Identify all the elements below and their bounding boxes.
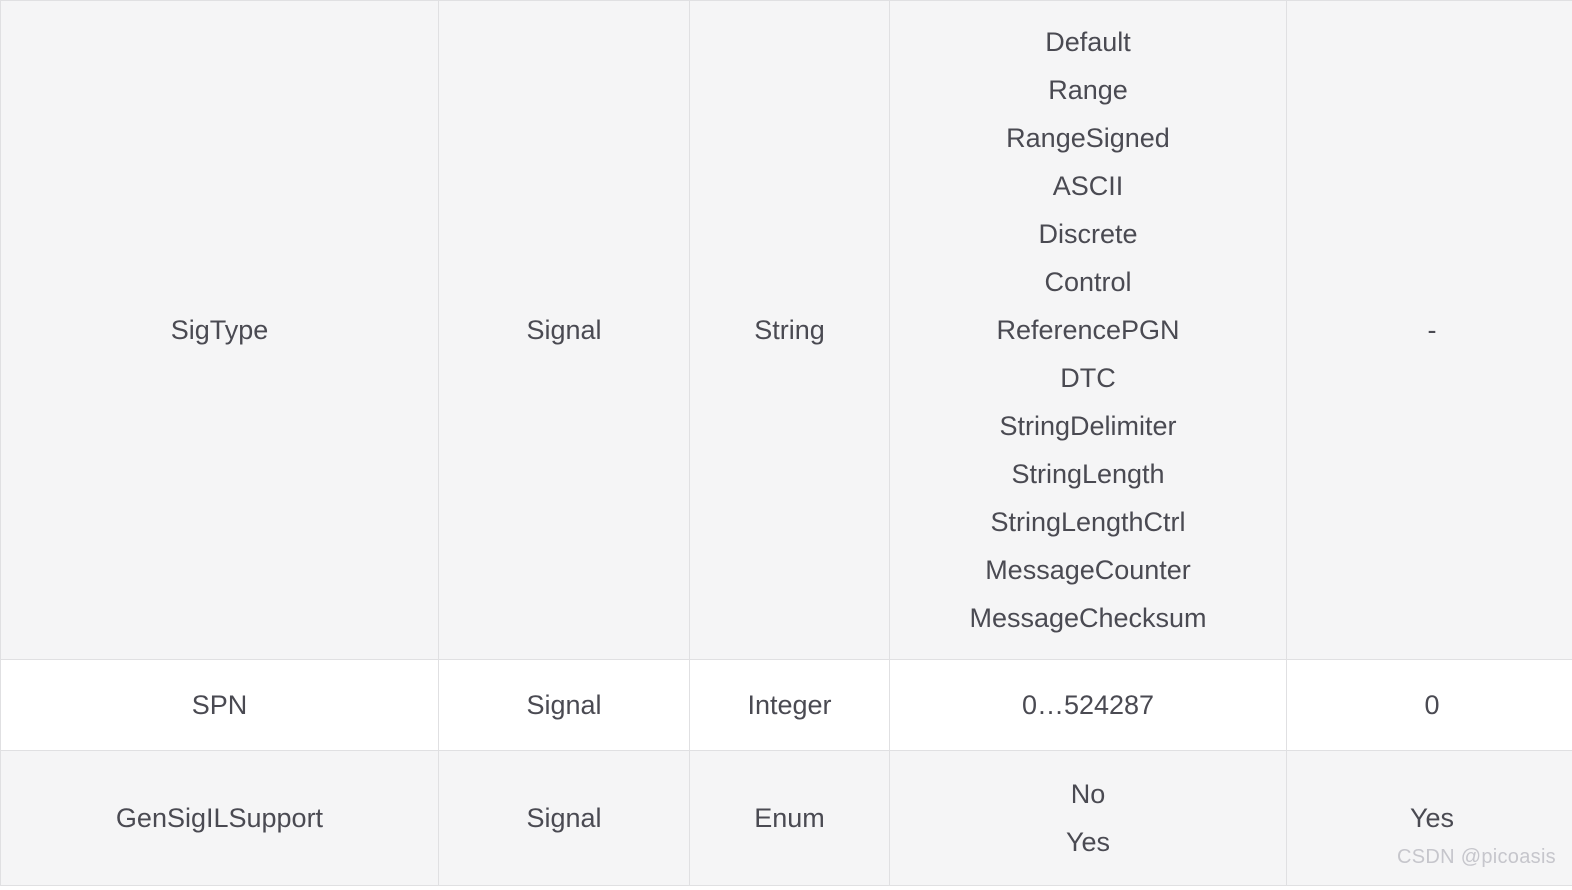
cell-attribute-name: SigType	[0, 0, 439, 660]
enum-item: Discrete	[1038, 219, 1138, 249]
enum-item: Yes	[1065, 827, 1111, 857]
cell-object-type: Signal	[438, 750, 690, 886]
table-row: SigType Signal String Default Range Rang…	[0, 0, 1572, 660]
enum-item: StringDelimiter	[999, 411, 1177, 441]
cell-default-value: Yes	[1286, 750, 1572, 886]
enum-item: ASCII	[1052, 171, 1124, 201]
enum-item: ReferencePGN	[996, 315, 1180, 345]
cell-default-value: 0	[1286, 659, 1572, 751]
cell-value-type: String	[689, 0, 890, 660]
enum-item: Range	[1048, 75, 1128, 105]
enum-item: 0…524287	[1021, 690, 1155, 720]
enum-value-list: Default Range RangeSigned ASCII Discrete…	[891, 18, 1286, 642]
cell-value-type: Integer	[689, 659, 890, 751]
cell-attribute-name: GenSigILSupport	[0, 750, 439, 886]
enum-item: Control	[1044, 267, 1132, 297]
enum-item: Default	[1045, 27, 1131, 57]
cell-allowed-values: No Yes	[889, 750, 1287, 886]
enum-item: RangeSigned	[1006, 123, 1170, 153]
cell-object-type: Signal	[438, 659, 690, 751]
enum-item: No	[1070, 779, 1106, 809]
cell-default-value: -	[1286, 0, 1572, 660]
cell-attribute-name: SPN	[0, 659, 439, 751]
enum-item: StringLengthCtrl	[990, 507, 1186, 537]
enum-item: MessageCounter	[985, 555, 1191, 585]
enum-item: StringLength	[1011, 459, 1165, 489]
enum-value-list: 0…524287	[891, 681, 1286, 729]
enum-item: DTC	[1060, 363, 1116, 393]
enum-value-list: No Yes	[891, 770, 1286, 866]
cell-object-type: Signal	[438, 0, 690, 660]
enum-item: MessageChecksum	[969, 603, 1207, 633]
cell-value-type: Enum	[689, 750, 890, 886]
cell-allowed-values: 0…524287	[889, 659, 1287, 751]
table-row: SPN Signal Integer 0…524287 0	[0, 659, 1572, 751]
cell-allowed-values: Default Range RangeSigned ASCII Discrete…	[889, 0, 1287, 660]
table-row: GenSigILSupport Signal Enum No Yes Yes	[0, 750, 1572, 886]
